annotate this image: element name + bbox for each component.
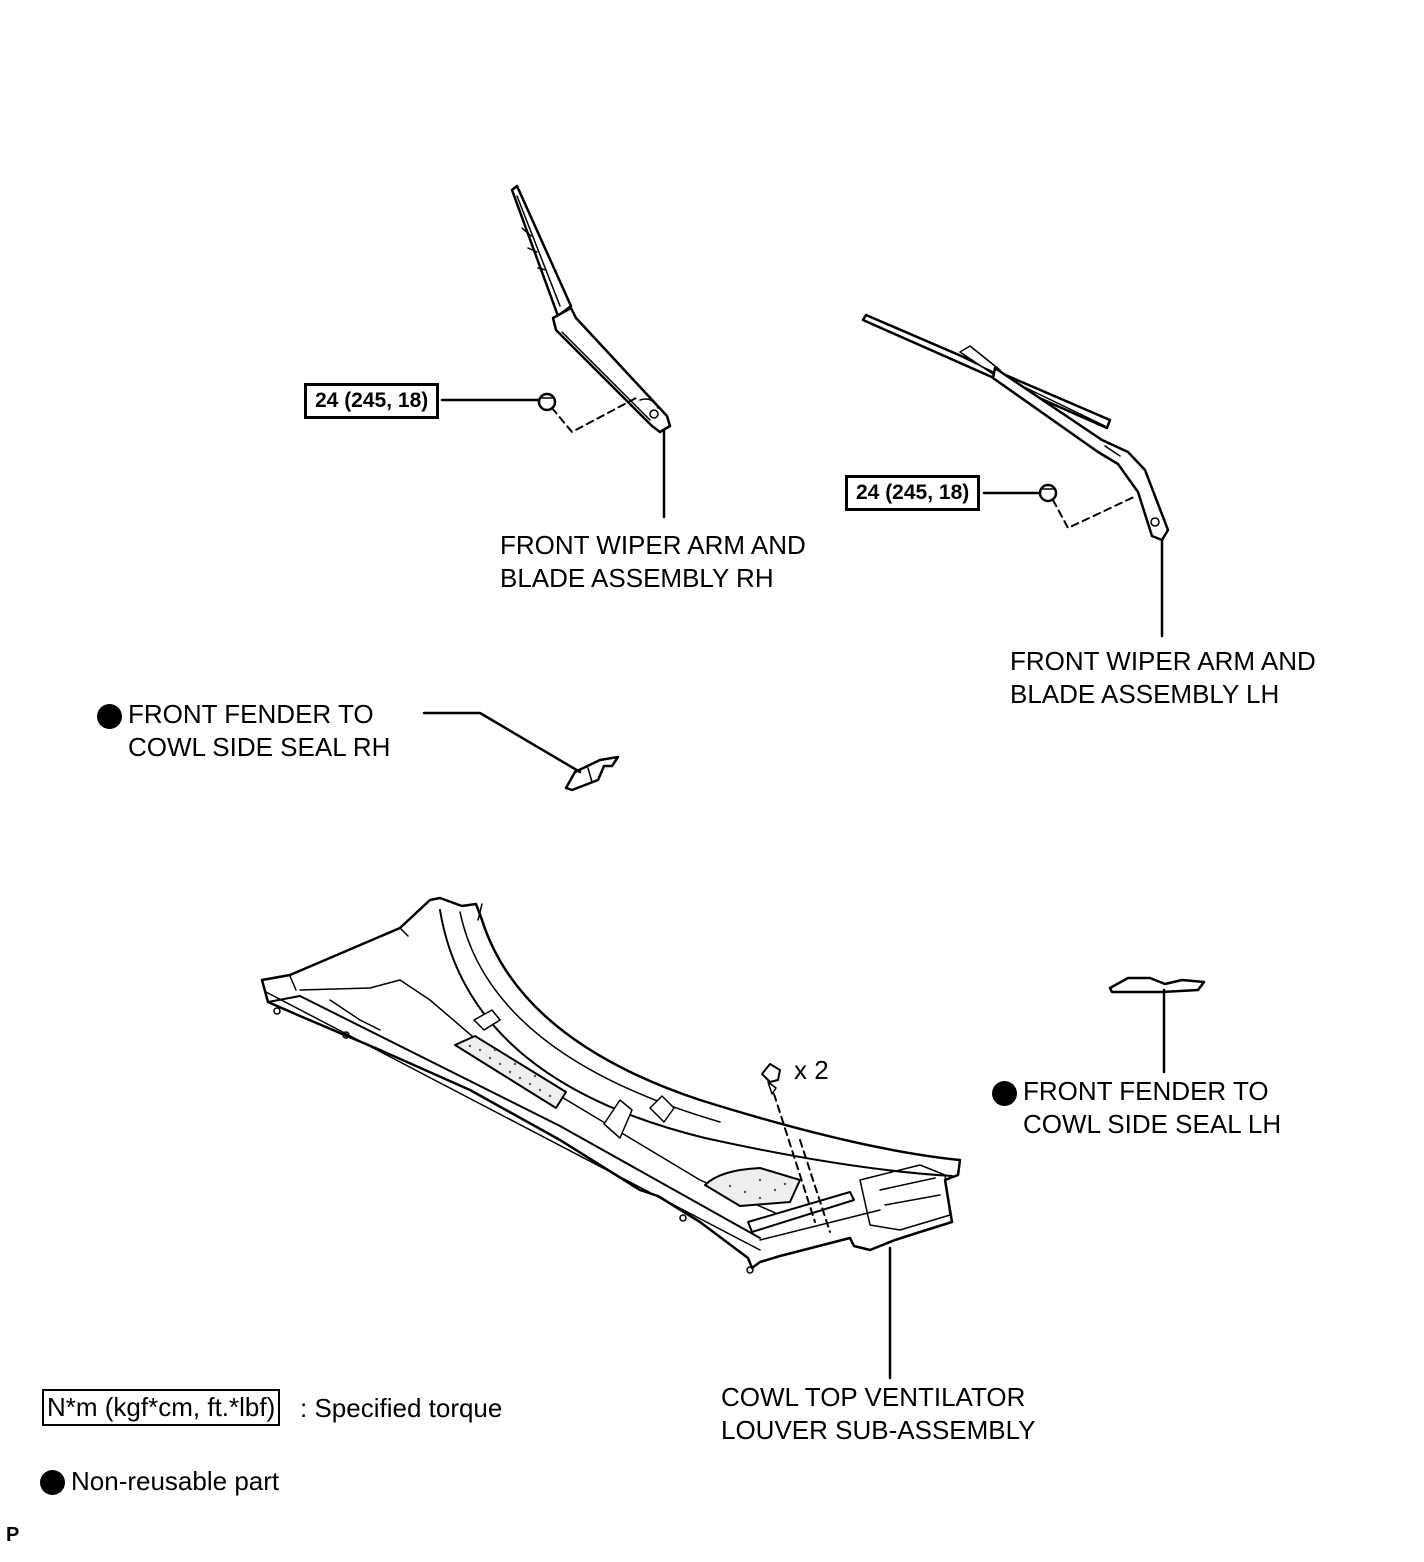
label-louver-line1: COWL TOP VENTILATOR [721, 1382, 1026, 1412]
torque-spec-wiper-lh: 24 (245, 18) [845, 475, 981, 511]
label-seal-lh-line2: COWL SIDE SEAL LH [1023, 1109, 1282, 1139]
label-wiper-rh: FRONT WIPER ARM AND BLADE ASSEMBLY RH [500, 529, 806, 595]
wiper-arm-lh-drawing [861, 313, 1170, 542]
label-wiper-lh-line2: BLADE ASSEMBLY LH [1010, 679, 1280, 709]
label-wiper-lh-line1: FRONT WIPER ARM AND [1010, 646, 1316, 676]
corner-mark: P [6, 1524, 20, 1546]
nonreusable-icon [992, 1081, 1017, 1106]
seal-rh-drawing [564, 755, 620, 792]
label-wiper-lh: FRONT WIPER ARM AND BLADE ASSEMBLY LH [1010, 645, 1316, 711]
legend-torque-text: : Specified torque [300, 1393, 503, 1423]
legend-torque-unit: N*m (kgf*cm, ft.*lbf) [42, 1389, 281, 1426]
cowl-louver-drawing [260, 896, 962, 1274]
label-louver-line2: LOUVER SUB-ASSEMBLY [721, 1415, 1036, 1445]
clip-quantity: x 2 [794, 1055, 829, 1085]
label-louver: COWL TOP VENTILATOR LOUVER SUB-ASSEMBLY [721, 1381, 1036, 1447]
wiper-lh-nut [1038, 483, 1058, 503]
wiper-rh-fit-line [551, 397, 637, 433]
torque-spec-wiper-rh: 24 (245, 18) [304, 383, 440, 419]
wiper-rh-nut [537, 392, 557, 412]
wiper-lh-fit-line [1052, 495, 1137, 529]
label-seal-lh: FRONT FENDER TO COWL SIDE SEAL LH [1023, 1075, 1281, 1141]
seal-rh-leader [422, 711, 582, 774]
label-wiper-rh-line2: BLADE ASSEMBLY RH [500, 563, 774, 593]
clip-fit-line [773, 1093, 816, 1223]
nonreusable-icon [40, 1470, 65, 1495]
label-seal-lh-line1: FRONT FENDER TO [1023, 1076, 1269, 1106]
nonreusable-icon [97, 704, 122, 729]
label-seal-rh-line1: FRONT FENDER TO [128, 699, 374, 729]
legend-nonreusable-text: Non-reusable part [71, 1466, 280, 1496]
wiper-arm-rh-drawing [510, 184, 672, 434]
clip-fit-line-2 [799, 1139, 831, 1233]
seal-lh-drawing [1108, 976, 1206, 994]
label-wiper-rh-line1: FRONT WIPER ARM AND [500, 530, 806, 560]
clip-drawing [761, 1063, 781, 1095]
label-seal-rh: FRONT FENDER TO COWL SIDE SEAL RH [128, 698, 390, 764]
label-seal-rh-line2: COWL SIDE SEAL RH [128, 732, 391, 762]
